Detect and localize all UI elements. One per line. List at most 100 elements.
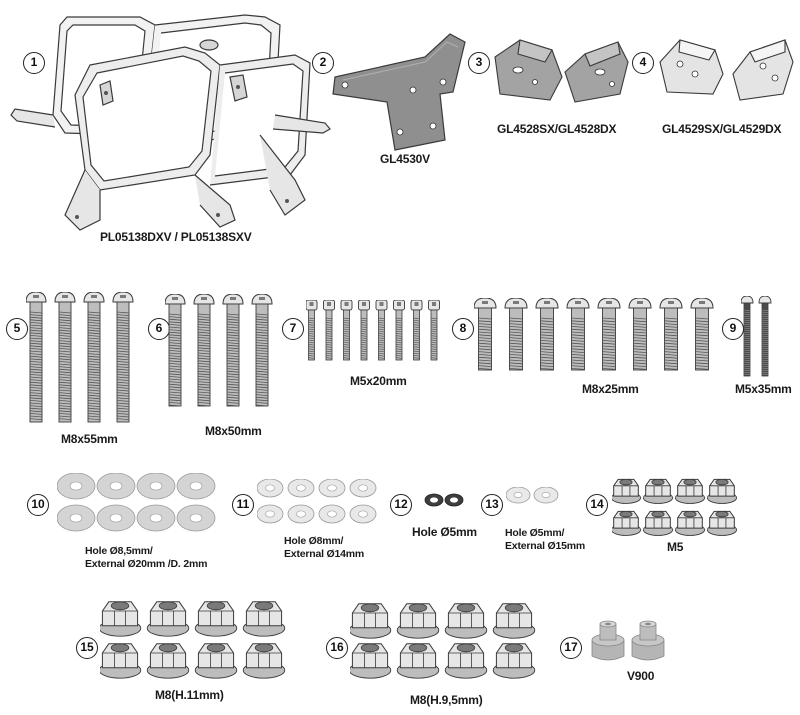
nut-icon	[396, 643, 440, 679]
bolt-icon	[165, 294, 186, 407]
washer-icon	[176, 504, 216, 532]
bolt-icon	[690, 298, 714, 371]
item-number-5: 5	[6, 318, 28, 340]
washer-icon	[96, 473, 136, 500]
bolt-icon	[251, 294, 273, 407]
bolt-icon	[474, 298, 497, 371]
item-label-14: M5	[667, 540, 684, 554]
bracket-pair-dark-icon	[490, 32, 630, 110]
bolt-icon	[54, 292, 76, 423]
item-number-15: 15	[76, 637, 98, 659]
washer-icon	[257, 504, 284, 524]
item-label-11: Hole Ø8mm/ External Ø14mm	[284, 535, 365, 560]
bolt-icon	[566, 298, 590, 371]
washer-icon	[287, 479, 315, 498]
washer-icon	[96, 504, 136, 532]
bolt-icon	[535, 298, 559, 371]
nut-icon	[194, 643, 238, 679]
nut-icon	[242, 643, 286, 679]
lock-washer-group-12	[424, 490, 474, 510]
washer-icon	[349, 504, 377, 524]
item-number-8: 8	[452, 318, 474, 340]
lock-washer-icon	[424, 493, 444, 507]
bolt-group-6	[165, 294, 285, 408]
spacer-icon	[591, 620, 625, 661]
nut-icon	[642, 510, 674, 536]
bolt-icon	[628, 298, 652, 371]
washer-icon	[257, 479, 284, 498]
bolt-group-5	[26, 292, 146, 424]
socket-screw-icon	[375, 300, 388, 361]
item-number-10: 10	[27, 494, 49, 516]
nut-icon	[642, 478, 674, 504]
washer-icon	[533, 487, 559, 504]
nut-group-16	[350, 599, 546, 681]
nut-icon	[674, 510, 706, 536]
washer-icon	[506, 487, 531, 504]
item-number-11: 11	[232, 494, 254, 516]
item-label-9: M5x35mm	[735, 382, 792, 396]
washer-icon	[136, 504, 176, 532]
item-label-3: GL4528SX/GL4528DX	[497, 122, 617, 136]
bracket-pair-light-icon	[655, 32, 795, 110]
socket-screw-icon	[323, 300, 335, 361]
item-label-12: Hole Ø5mm	[412, 525, 477, 539]
item-number-14: 14	[586, 494, 608, 516]
nut-icon	[350, 643, 392, 679]
item-number-7: 7	[282, 318, 304, 340]
item-label-7: M5x20mm	[350, 374, 407, 388]
socket-screw-icon	[340, 300, 353, 361]
bolt-group-8	[474, 298, 724, 372]
item-number-4: 4	[632, 52, 654, 74]
nut-icon	[492, 603, 536, 639]
screw-icon	[758, 296, 772, 377]
item-label-6: M8x50mm	[205, 424, 262, 438]
item-number-3: 3	[468, 52, 490, 74]
nut-icon	[242, 601, 286, 637]
item-label-4: GL4529SX/GL4529DX	[662, 122, 782, 136]
bolt-icon	[193, 294, 215, 407]
bolt-icon	[659, 298, 683, 371]
nut-icon	[674, 478, 706, 504]
spacer-icon	[631, 620, 665, 661]
socket-screw-icon	[393, 300, 405, 361]
nut-icon	[706, 510, 738, 536]
item-number-1: 1	[23, 52, 45, 74]
bolt-icon	[504, 298, 528, 371]
washer-icon	[136, 473, 176, 500]
socket-screw-icon	[428, 300, 440, 361]
bolt-icon	[597, 298, 621, 371]
item-label-5: M8x55mm	[61, 432, 118, 446]
washer-icon	[176, 473, 216, 500]
item-label-16: M8(H.9,5mm)	[410, 693, 483, 707]
socket-screw-icon	[358, 300, 370, 361]
socket-screw-icon	[410, 300, 423, 361]
washer-icon	[318, 504, 346, 524]
socket-screw-icon	[306, 300, 318, 361]
nut-icon	[194, 601, 238, 637]
nut-icon	[100, 643, 142, 679]
item-number-17: 17	[560, 637, 582, 659]
nut-icon	[146, 601, 190, 637]
item-label-1: PL05138DXV / PL05138SXV	[100, 230, 252, 244]
nut-icon	[706, 478, 738, 504]
item-label-17: V900	[627, 669, 655, 683]
bolt-group-9	[741, 296, 781, 378]
nut-icon	[492, 643, 536, 679]
nut-icon	[612, 510, 642, 536]
bolt-icon	[83, 292, 105, 423]
nut-icon	[444, 603, 488, 639]
washer-icon	[57, 504, 96, 532]
pannier-frame-icon	[5, 5, 335, 237]
item-number-9: 9	[722, 318, 744, 340]
item-label-8: M8x25mm	[582, 382, 639, 396]
nut-group-14	[612, 476, 742, 538]
nut-icon	[444, 643, 488, 679]
screw-icon	[741, 296, 754, 377]
item-number-2: 2	[312, 52, 334, 74]
mounting-plate-icon	[325, 22, 475, 152]
bolt-group-7	[306, 300, 451, 362]
nut-icon	[146, 643, 190, 679]
spacer-group-17	[590, 618, 680, 664]
bolt-icon	[222, 294, 244, 407]
